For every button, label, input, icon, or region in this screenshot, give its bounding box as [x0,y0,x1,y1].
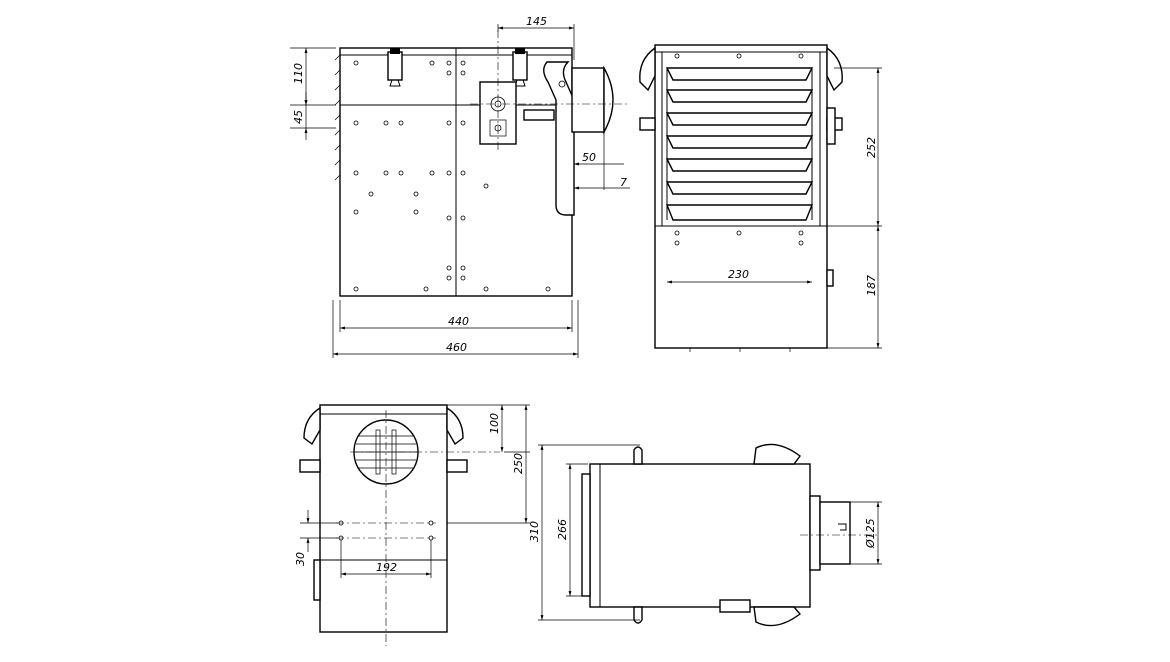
latch-left [387,48,403,87]
dim-30: 30 [294,552,307,566]
dim-440: 440 [448,315,469,328]
dim-145: 145 [526,15,547,28]
dim-192: 192 [376,561,397,574]
dim-45: 45 [292,110,305,124]
dim-187: 187 [865,275,878,296]
inlet-duct [523,61,614,216]
rear-view: 192 30 100 250 [294,404,530,646]
front-holes [353,60,551,292]
dim-460: 460 [446,341,467,354]
dim-252: 252 [865,137,878,158]
louvre-grille [665,67,814,221]
side-dimensions: 230 252 187 [667,67,882,349]
front-view: 440 460 110 45 145 50 [290,15,630,358]
top-view: 266 310 Ø125 [528,443,882,627]
dim-100: 100 [488,413,501,434]
dim-230: 230 [728,268,749,281]
latch-right [512,48,528,87]
dim-50: 50 [582,151,596,164]
side-view: 230 252 187 [639,44,882,352]
side-latches [639,46,843,287]
rear-dimensions: 192 30 100 250 [294,404,530,578]
front-dimensions: 440 460 110 45 145 50 [290,15,630,358]
dim-7: 7 [620,176,627,189]
dim-110: 110 [292,63,305,84]
dim-d125: Ø125 [864,518,877,549]
top-dimensions: 266 310 Ø125 [528,444,882,621]
dim-310: 310 [528,521,541,542]
dim-250: 250 [512,453,525,474]
dim-266: 266 [556,519,569,540]
